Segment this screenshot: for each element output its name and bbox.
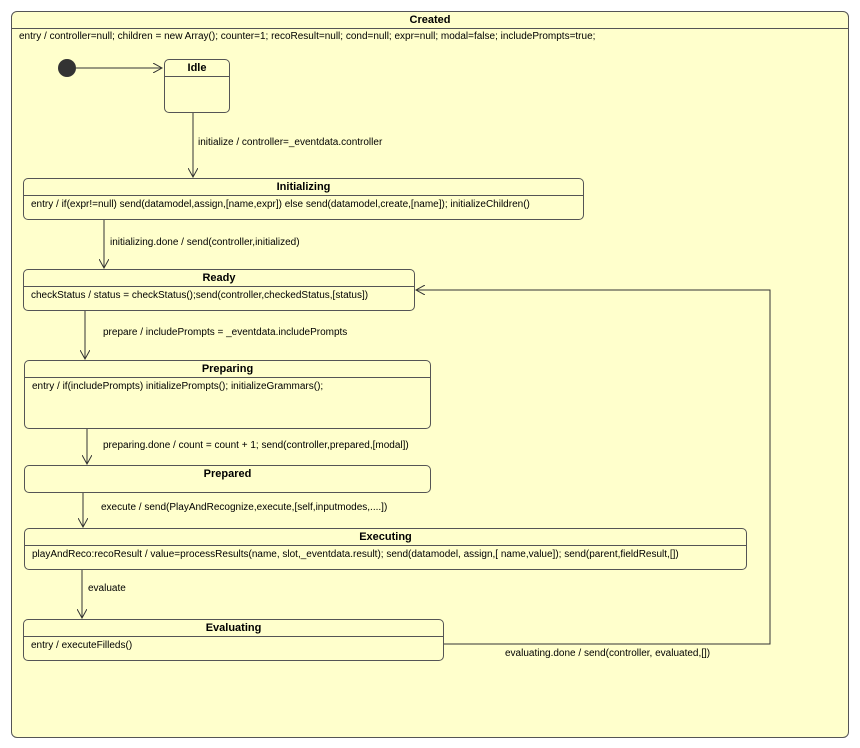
state-executing: Executing playAndReco:recoResult / value…: [24, 528, 747, 570]
state-idle-title: Idle: [165, 60, 229, 77]
state-evaluating: Evaluating entry / executeFilleds(): [23, 619, 444, 661]
state-created-title: Created: [12, 12, 848, 29]
state-initializing-body: entry / if(expr!=null) send(datamodel,as…: [31, 199, 530, 210]
transition-label-initialize: initialize / controller=_eventdata.contr…: [198, 137, 383, 148]
state-prepared: Prepared: [24, 465, 431, 493]
state-executing-title: Executing: [25, 529, 746, 546]
arrow-evaluating-to-ready: [416, 290, 771, 645]
transition-label-evaluating-done: evaluating.done / send(controller, evalu…: [505, 648, 711, 659]
state-preparing: Preparing entry / if(includePrompts) ini…: [24, 360, 431, 429]
state-evaluating-title: Evaluating: [24, 620, 443, 637]
transition-label-prepare: prepare / includePrompts = _eventdata.in…: [103, 327, 348, 338]
state-created-entry: entry / controller=null; children = new …: [19, 31, 596, 42]
state-preparing-body: entry / if(includePrompts) initializePro…: [32, 381, 324, 392]
transition-label-preparing-done: preparing.done / count = count + 1; send…: [103, 440, 409, 451]
state-idle: Idle: [164, 59, 230, 113]
state-initializing-title: Initializing: [24, 179, 583, 196]
state-ready-title: Ready: [24, 270, 414, 287]
state-ready-body: checkStatus / status = checkStatus();sen…: [31, 290, 369, 301]
state-preparing-title: Preparing: [25, 361, 430, 378]
state-initializing: Initializing entry / if(expr!=null) send…: [23, 178, 584, 220]
initial-pseudostate: [58, 59, 76, 77]
state-executing-body: playAndReco:recoResult / value=processRe…: [32, 549, 679, 560]
state-prepared-title: Prepared: [203, 468, 252, 480]
transition-label-initializing-done: initializing.done / send(controller,init…: [110, 237, 300, 248]
transition-label-evaluate: evaluate: [88, 583, 126, 594]
state-evaluating-body: entry / executeFilleds(): [31, 640, 133, 651]
transition-label-execute: execute / send(PlayAndRecognize,execute,…: [101, 502, 388, 513]
state-ready: Ready checkStatus / status = checkStatus…: [23, 269, 415, 311]
